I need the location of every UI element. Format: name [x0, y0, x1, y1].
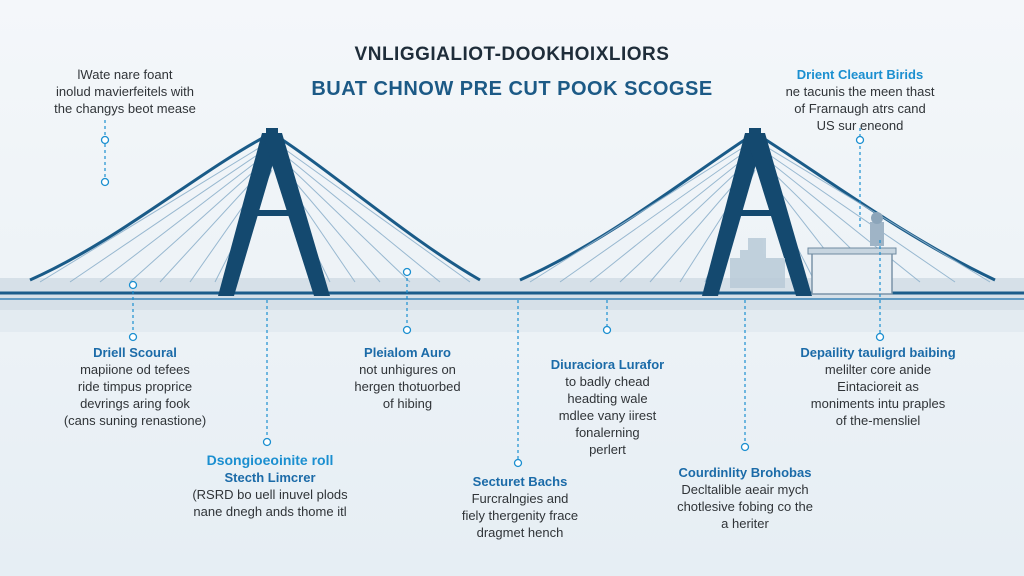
diagram-subtitle: BUAT CHNOW PRE CUT POOK SCOGSE: [311, 78, 713, 100]
callout-line: dragmet hench: [476, 525, 564, 540]
callout-diuraciora-lurafor: Diuraciora Lurafor to badly chead headti…: [535, 356, 680, 458]
diagram-title: VNLIGGIALIOT-DOOKHOIXLIORS: [354, 44, 670, 65]
callout-line: of hibing: [382, 396, 433, 411]
note-line: lWate nare foant: [77, 67, 173, 82]
callout-line: headting wale: [567, 391, 648, 406]
callout-line: (RSRD bo uell inuvel plods: [192, 487, 348, 502]
callout-heading: Secturet Bachs: [472, 474, 568, 489]
tower-right: [702, 128, 812, 296]
callout-line: not unhigures on: [359, 362, 456, 377]
note-line: ne tacunis the meen thast: [785, 84, 935, 99]
cables-right: [529, 139, 991, 283]
leader-lines: [104, 120, 881, 460]
callout-line: melilter core anide: [824, 362, 932, 377]
callout-depaility-tauligrd-baibing: Depaility tauligrd baibing melilter core…: [788, 344, 968, 429]
callout-line: fonalerning: [575, 425, 640, 440]
callout-line: Furcralngies and: [471, 491, 569, 506]
callout-line: Decltalible aeair mych: [681, 482, 809, 497]
callout-heading: Diuraciora Lurafor: [550, 357, 665, 372]
top-left-note: lWate nare foant inolud mavierfeitels wi…: [40, 66, 210, 117]
leader-markers: [100, 135, 885, 468]
callout-line: mdlee vany iirest: [558, 408, 657, 423]
note-line: inolud mavierfeitels with: [55, 84, 194, 99]
callout-secturet-bachs: Secturet Bachs Furcralngies and fiely th…: [445, 473, 595, 541]
callout-line: chotlesive fobing co the: [677, 499, 813, 514]
note-line: the changys beot mease: [54, 101, 196, 116]
callout-line: to badly chead: [565, 374, 650, 389]
callout-driell-scoural: Driell Scoural mapiione od tefees ride t…: [55, 344, 215, 429]
callout-line: Eintacioreit as: [837, 379, 919, 394]
callout-line: nane dnegh ands thome itl: [193, 504, 347, 519]
callout-heading: Depaility tauligrd baibing: [800, 345, 956, 360]
callout-pleialom-auro: Pleialom Auro not unhigures on hergen th…: [335, 344, 480, 412]
callout-line: (cans suning renastione): [63, 413, 207, 428]
note-line: of Frarnaugh atrs cand: [794, 101, 926, 116]
callout-line: hergen thotuorbed: [354, 379, 461, 394]
pier-platform: [807, 212, 897, 295]
callout-line: fiely thergenity frace: [461, 508, 579, 523]
callout-line: of the-mensliel: [835, 413, 921, 428]
note-line: US sur eneond: [816, 118, 904, 133]
callout-line: devrings aring fook: [80, 396, 190, 411]
water-reflection: [0, 310, 1024, 332]
callout-subheading: Stecth Limcrer: [224, 470, 316, 485]
callout-heading: Pleialom Auro: [364, 345, 451, 360]
callout-line: moniments intu praples: [810, 396, 946, 411]
callout-line: mapiione od tefees: [80, 362, 190, 377]
buildings-icon: [730, 238, 785, 288]
callout-dsongioeoinite-roll: Dsongioeoinite roll Stecth Limcrer (RSRD…: [185, 452, 355, 520]
callout-heading: Courdinlity Brohobas: [678, 465, 812, 480]
callout-heading: Dsongioeoinite roll: [206, 452, 334, 468]
callout-line: perlert: [589, 442, 626, 457]
callout-courdinlity-brohobas: Courdinlity Brohobas Decltalible aeair m…: [660, 464, 830, 532]
top-right-note: Drient Cleaurt Birids ne tacunis the mee…: [770, 66, 950, 134]
callout-line: ride timpus proprice: [77, 379, 193, 394]
note-heading: Drient Cleaurt Birids: [796, 67, 924, 82]
callout-line: a heriter: [721, 516, 769, 531]
tower-left: [218, 128, 330, 296]
callout-heading: Driell Scoural: [93, 345, 177, 360]
